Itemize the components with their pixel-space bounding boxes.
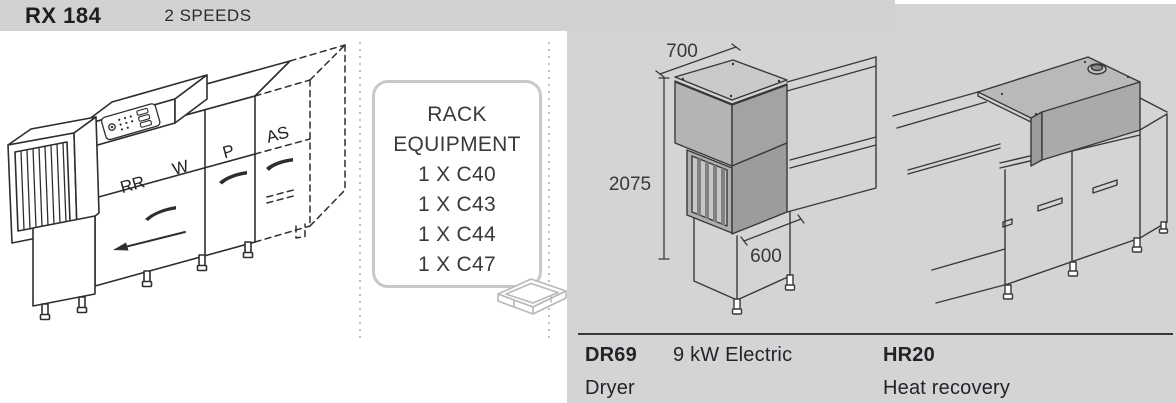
grille-slats bbox=[20, 142, 67, 231]
rack-equipment-item: 1 X C43 bbox=[418, 193, 496, 216]
speeds-label: 2 SPEEDS bbox=[164, 5, 252, 25]
caption-divider-line bbox=[578, 333, 1173, 335]
heat-recovery-isometric-drawing bbox=[892, 56, 1169, 304]
control-panel-display bbox=[100, 103, 161, 141]
dotted-separator-left bbox=[359, 42, 361, 338]
page-title: RX 184 bbox=[25, 2, 102, 28]
header-bar: RX 184 2 SPEEDS bbox=[0, 0, 895, 31]
rack-equipment-item: 1 X C40 bbox=[418, 163, 496, 186]
dryer-vent-louvers bbox=[697, 158, 725, 226]
rack-tray-icon bbox=[497, 278, 567, 315]
rack-equipment-title-2: EQUIPMENT bbox=[393, 133, 521, 156]
machine-legs bbox=[39, 241, 254, 321]
section-label-as: AS bbox=[264, 123, 291, 147]
dotted-separator-right bbox=[548, 42, 550, 338]
rack-equipment-item: 1 X C44 bbox=[418, 223, 496, 246]
dryer-isometric-drawing: 700 2075 600 bbox=[609, 41, 877, 315]
dryer-code: DR69 bbox=[585, 344, 637, 366]
door-handles bbox=[145, 158, 293, 221]
dryer-dim-depth: 600 bbox=[750, 246, 782, 267]
dryer-spec: 9 kW Electric bbox=[673, 344, 793, 366]
rack-equipment-box: RACK EQUIPMENT 1 X C40 1 X C43 1 X C44 1… bbox=[372, 80, 542, 288]
dryer-name: Dryer bbox=[585, 377, 635, 399]
rack-equipment-title-1: RACK bbox=[427, 103, 487, 126]
dryer-dim-top: 700 bbox=[666, 41, 698, 62]
section-label-p: P bbox=[221, 141, 237, 162]
dimension-lines bbox=[655, 43, 805, 260]
section-label-w: W bbox=[170, 156, 191, 179]
dryer-dim-height: 2075 bbox=[609, 174, 651, 195]
heat-recovery-name: Heat recovery bbox=[883, 377, 1011, 399]
heat-recovery-code: HR20 bbox=[883, 344, 935, 366]
direction-arrow bbox=[113, 231, 186, 251]
machine-isometric-drawing: RR W P AS bbox=[7, 44, 346, 321]
rack-equipment-item: 1 X C47 bbox=[418, 253, 496, 276]
